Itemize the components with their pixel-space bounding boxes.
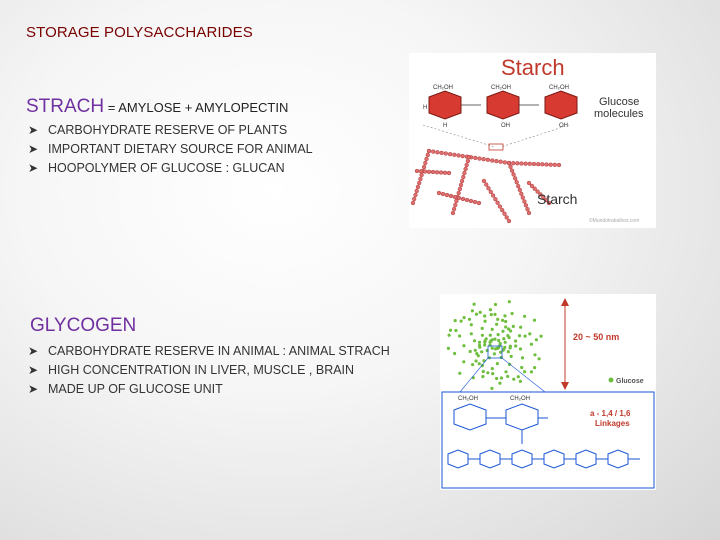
bullet-text: CARBOHYDRATE RESERVE OF PLANTS	[48, 123, 288, 137]
svg-text:CH₂OH: CH₂OH	[458, 396, 478, 402]
glycogen-illustration: 20 ~ 50 nm Glucose CH₂OH CH₂OH a - 1,4 /…	[441, 298, 655, 489]
zoom-box	[487, 345, 503, 359]
svg-text:H: H	[423, 105, 427, 111]
starch-heading: STRACH = AMYLOSE + AMYLOPECTIN	[26, 96, 288, 118]
list-item: ➤ HIGH CONCENTRATION IN LIVER, MUSCLE , B…	[26, 361, 390, 380]
glucose-molecules-label-2: molecules	[594, 108, 644, 120]
starch-figure-title: Starch	[501, 55, 565, 80]
list-item: ➤ CARBOHYDRATE RESERVE IN ANIMAL : ANIMAL…	[26, 342, 390, 361]
list-item: ➤ MADE UP OF GLUCOSE UNIT	[26, 380, 390, 399]
legend-glucose-label: Glucose	[616, 378, 644, 385]
glycogen-heading-main: GLYCOGEN	[30, 315, 137, 336]
glucose-ring	[453, 403, 548, 444]
starch-heading-rest: = AMYLOSE + AMYLOPECTIN	[104, 100, 289, 115]
starch-branch-chain	[410, 148, 562, 224]
arrowhead-bullet-icon: ➤	[28, 123, 39, 137]
svg-text:OH: OH	[501, 123, 510, 129]
glycogen-heading: GLYCOGEN	[30, 315, 136, 337]
legend-dot	[608, 377, 614, 383]
svg-text:CH₂OH: CH₂OH	[491, 85, 511, 91]
svg-text:CH₂OH: CH₂OH	[433, 85, 453, 91]
arrowhead-bullet-icon: ➤	[28, 142, 39, 156]
bullet-text: MADE UP OF GLUCOSE UNIT	[48, 382, 223, 396]
list-item: ➤ HOOPOLYMER OF GLUCOSE : GLUCAN	[26, 159, 313, 178]
starch-illustration: Starch CH₂OH H H CH₂OH OH CH₂OH OH Gluco…	[410, 55, 644, 224]
glycogen-figure: 20 ~ 50 nm Glucose CH₂OH CH₂OH a - 1,4 /…	[440, 294, 656, 490]
linkage-label-2: Linkages	[595, 419, 630, 428]
glucose-ring: CH₂OH OH	[544, 85, 578, 129]
arrowhead-bullet-icon: ➤	[28, 382, 39, 396]
arrowhead-bullet-icon: ➤	[28, 344, 39, 358]
svg-text:H: H	[443, 123, 447, 129]
arrowhead-bullet-icon: ➤	[28, 363, 39, 377]
svg-text:CH₂OH: CH₂OH	[510, 396, 530, 402]
starch-bottom-label: Starch	[537, 191, 577, 207]
slide-title: STORAGE POLYSACCHARIDES	[26, 24, 253, 41]
bullet-text: HIGH CONCENTRATION IN LIVER, MUSCLE , BR…	[48, 363, 355, 377]
linkage-label: a - 1,4 / 1,6	[590, 409, 631, 418]
glucose-chain	[447, 449, 640, 469]
glucose-molecules-label: Glucose	[599, 96, 639, 108]
list-item: ➤ CARBOHYDRATE RESERVE OF PLANTS	[26, 121, 313, 140]
glycogen-granule	[446, 300, 543, 390]
starch-heading-main: STRACH	[26, 96, 105, 117]
list-item: ➤ IMPORTANT DIETARY SOURCE FOR ANIMAL	[26, 140, 313, 159]
arrowhead-bullet-icon: ➤	[28, 161, 39, 175]
glucose-ring: CH₂OH H H	[423, 85, 462, 129]
starch-bullet-list: ➤ CARBOHYDRATE RESERVE OF PLANTS ➤ IMPORTA…	[26, 121, 313, 178]
structure-box	[441, 391, 655, 489]
glycogen-bullet-list: ➤ CARBOHYDRATE RESERVE IN ANIMAL : ANIMAL…	[26, 342, 390, 399]
svg-text:CH₂OH: CH₂OH	[549, 85, 569, 91]
bullet-text: CARBOHYDRATE RESERVE IN ANIMAL : ANIMAL …	[48, 344, 390, 358]
bullet-text: HOOPOLYMER OF GLUCOSE : GLUCAN	[48, 161, 285, 175]
image-credit: ©Mundotrabalhos.com	[589, 217, 639, 224]
bullet-text: IMPORTANT DIETARY SOURCE FOR ANIMAL	[48, 142, 313, 156]
starch-figure: Starch CH₂OH H H CH₂OH OH CH₂OH OH Gluco…	[409, 53, 656, 228]
glucose-ring: CH₂OH OH	[486, 85, 520, 129]
svg-text:OH: OH	[559, 123, 568, 129]
size-label: 20 ~ 50 nm	[573, 332, 619, 342]
